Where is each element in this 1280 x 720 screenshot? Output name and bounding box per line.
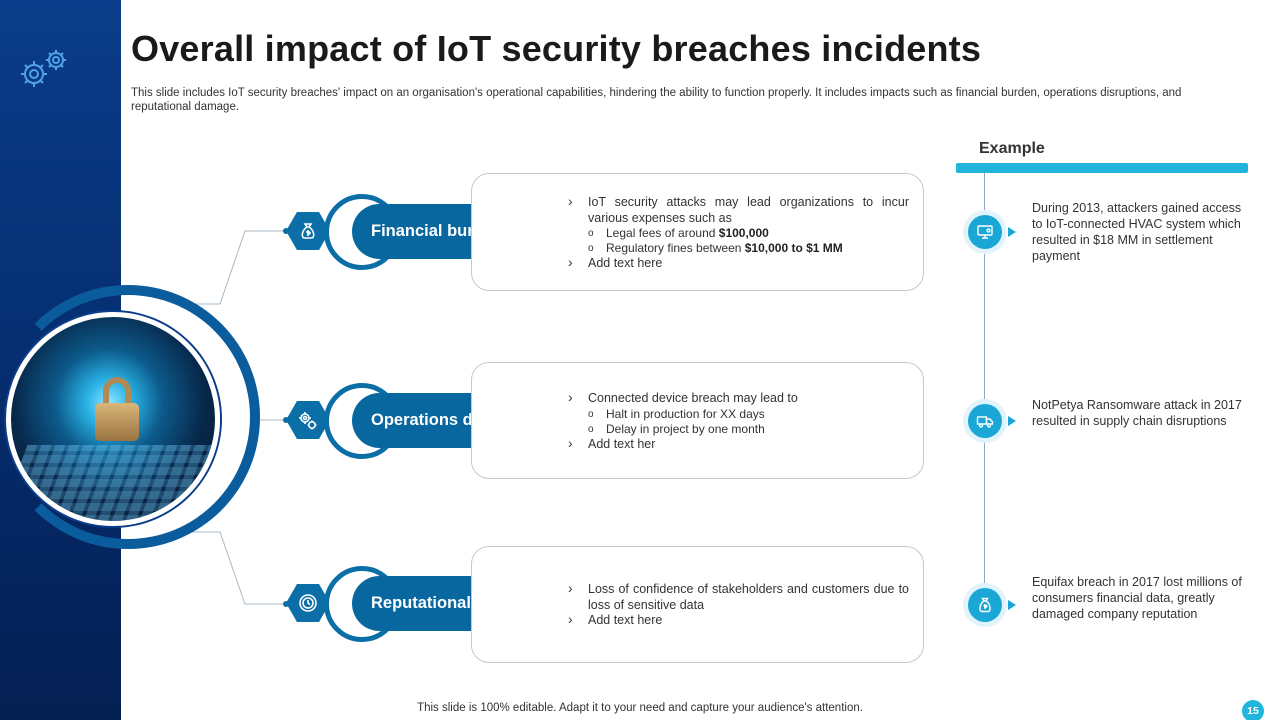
hvac-device-icon bbox=[963, 210, 1007, 254]
card-bullet: Loss of confidence of stakeholders and c… bbox=[568, 581, 909, 613]
bullet-text: Connected device breach may lead to bbox=[588, 391, 798, 405]
example-timeline bbox=[984, 173, 985, 603]
card-sub-bullet: Halt in production for XX days bbox=[568, 407, 909, 422]
gears-icon bbox=[286, 401, 330, 439]
example-text: NotPetya Ransomware attack in 2017 resul… bbox=[1032, 398, 1242, 428]
card-bullet: Add text here bbox=[568, 612, 909, 629]
bullet-text: Loss of confidence of stakeholders and c… bbox=[588, 582, 909, 612]
laptop-padlock-image bbox=[6, 312, 220, 526]
hero-ring bbox=[0, 285, 260, 549]
example-heading: Example bbox=[979, 140, 1045, 157]
bullet-text: IoT security attacks may lead organizati… bbox=[588, 195, 909, 225]
impact-card-reputation: Loss of confidence of stakeholders and c… bbox=[471, 546, 924, 663]
impact-card-operations: Connected device breach may lead to Halt… bbox=[471, 362, 924, 479]
page-subtitle: This slide includes IoT security breache… bbox=[131, 87, 1182, 113]
keyboard-glow bbox=[11, 445, 215, 521]
page-title: Overall impact of IoT security breaches … bbox=[131, 28, 982, 69]
example-pointer bbox=[1008, 227, 1016, 237]
sub-bullet-text: Halt in production for XX days bbox=[606, 406, 765, 421]
sub-bullet-text: Regulatory fines between bbox=[606, 241, 745, 255]
sub-bullet-text: Legal fees of around bbox=[606, 226, 719, 240]
card-bullet: IoT security attacks may lead organizati… bbox=[568, 194, 909, 226]
highlight-value: $10,000 to $1 MM bbox=[744, 241, 843, 255]
impact-card-financial: IoT security attacks may lead organizati… bbox=[471, 173, 924, 291]
example-header-bar bbox=[956, 163, 1248, 173]
example-text: Equifax breach in 2017 lost millions of … bbox=[1032, 575, 1242, 621]
highlight-value: $100,000 bbox=[718, 226, 769, 240]
money-bag-icon bbox=[963, 583, 1007, 627]
example-pointer bbox=[1008, 416, 1016, 426]
page-number-badge: 15 bbox=[1242, 700, 1264, 720]
example-text: During 2013, attackers gained access to … bbox=[1032, 201, 1242, 263]
bullet-text: Add text here bbox=[588, 613, 663, 627]
bullet-text: Add text here bbox=[588, 256, 663, 270]
card-sub-bullet: Legal fees of around $100,000 bbox=[568, 226, 909, 241]
card-bullet: Add text here bbox=[568, 255, 909, 272]
padlock-body bbox=[95, 403, 139, 441]
card-sub-bullet: Regulatory fines between $10,000 to $1 M… bbox=[568, 241, 909, 256]
footer-note: This slide is 100% editable. Adapt it to… bbox=[417, 702, 863, 714]
padlock-shackle bbox=[103, 377, 131, 411]
gears-icon bbox=[21, 50, 66, 87]
sub-bullet-text: Delay in project by one month bbox=[606, 421, 765, 436]
card-sub-bullet: Delay in project by one month bbox=[568, 422, 909, 437]
supply-chain-truck-icon bbox=[963, 399, 1007, 443]
bullet-text: Add text her bbox=[588, 436, 656, 451]
card-bullet: Connected device breach may lead to bbox=[568, 390, 909, 407]
example-pointer bbox=[1008, 600, 1016, 610]
money-bag-icon bbox=[286, 212, 330, 250]
card-bullet: Add text her bbox=[568, 436, 909, 453]
